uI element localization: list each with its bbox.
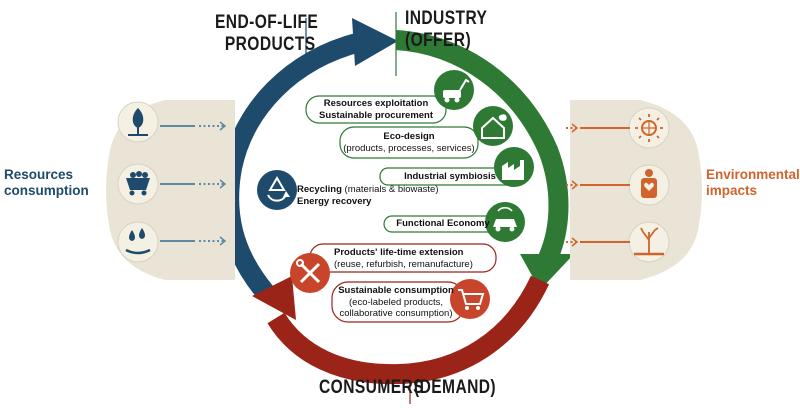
water-drops-icon bbox=[117, 221, 159, 263]
demand-heading: (DEMAND) bbox=[414, 377, 497, 398]
eco-design-detail: (products, processes, services) bbox=[343, 142, 475, 154]
resources-exploitation-text: Resources exploitation bbox=[323, 98, 429, 109]
right-connectors bbox=[566, 123, 630, 247]
end-of-life-heading: END-OF-LIFE PRODUCTS bbox=[215, 12, 318, 56]
industrial-symbiosis-label: Industrial symbiosis bbox=[380, 171, 520, 183]
shopping-cart-icon bbox=[450, 279, 490, 319]
eco-house-icon bbox=[473, 106, 513, 146]
eco-design-text: Eco-design bbox=[383, 131, 435, 142]
resources-panel bbox=[106, 100, 235, 280]
box-resources-exploitation bbox=[305, 95, 447, 124]
energy-recovery-text: Energy recovery bbox=[297, 195, 372, 207]
industry-heading: INDUSTRY (OFFER) bbox=[405, 8, 487, 52]
sustainable-consumption-text: Sustainable consumption bbox=[338, 285, 454, 296]
environmental-impacts-title: Environmental impacts bbox=[706, 167, 800, 199]
industrial-symbiosis-text: Industrial symbiosis bbox=[404, 171, 496, 182]
left-connectors bbox=[160, 121, 227, 246]
resources-title-line1: Resources bbox=[4, 167, 74, 182]
tree-icon bbox=[117, 101, 159, 143]
factory-icon bbox=[494, 147, 534, 187]
cycle-arrow-green bbox=[395, 30, 574, 290]
impacts-panel bbox=[570, 100, 702, 280]
sustainable-procurement-text: Sustainable procurement bbox=[318, 109, 434, 121]
functional-economy-text: Functional Economy bbox=[396, 218, 490, 229]
resources-exploitation-label: Resources exploitation Sustainable procu… bbox=[306, 98, 446, 121]
box-eco-design bbox=[339, 126, 479, 159]
car-sharing-icon bbox=[485, 202, 525, 242]
recycling-text: Recycling bbox=[297, 184, 342, 195]
resources-title-line2: consumption bbox=[4, 183, 89, 198]
resources-consumption-title: Resources consumption bbox=[4, 167, 89, 199]
mining-icon bbox=[434, 70, 474, 110]
recycling-icon bbox=[257, 170, 297, 210]
mine-cart-icon bbox=[117, 163, 159, 205]
sustainable-consumption-label: Sustainable consumption (eco-labeled pro… bbox=[332, 285, 460, 320]
functional-economy-label: Functional Economy bbox=[384, 218, 502, 230]
cycle-arrow-red bbox=[252, 275, 550, 385]
sustainable-consumption-detail2: collaborative consumption) bbox=[339, 308, 453, 319]
end-of-life-line1: END-OF-LIFE bbox=[215, 12, 319, 33]
industry-line1: INDUSTRY bbox=[405, 8, 488, 29]
sun-globe-icon bbox=[628, 107, 670, 149]
impacts-title-line1: Environmental bbox=[706, 167, 800, 182]
recycling-label: Recycling (materials & biowaste) Energy … bbox=[297, 184, 477, 207]
person-health-icon bbox=[628, 164, 670, 206]
sustainable-consumption-detail1: (eco-labeled products, bbox=[349, 296, 443, 308]
lifetime-extension-detail: (reuse, refurbish, remanufacture) bbox=[334, 258, 473, 270]
dead-tree-icon bbox=[628, 221, 670, 263]
impacts-title-line2: impacts bbox=[706, 183, 758, 198]
tools-icon bbox=[290, 253, 330, 293]
industry-line2: (OFFER) bbox=[405, 30, 472, 51]
end-of-life-line2: PRODUCTS bbox=[224, 34, 316, 55]
consumers-heading: CONSUMERS bbox=[319, 377, 424, 398]
eco-design-label: Eco-design (products, processes, service… bbox=[340, 131, 478, 154]
lifetime-extension-label: Products' life-time extension (reuse, re… bbox=[322, 247, 494, 270]
lifetime-extension-text: Products' life-time extension bbox=[334, 247, 464, 258]
recycling-detail: (materials & biowaste) bbox=[344, 184, 439, 195]
